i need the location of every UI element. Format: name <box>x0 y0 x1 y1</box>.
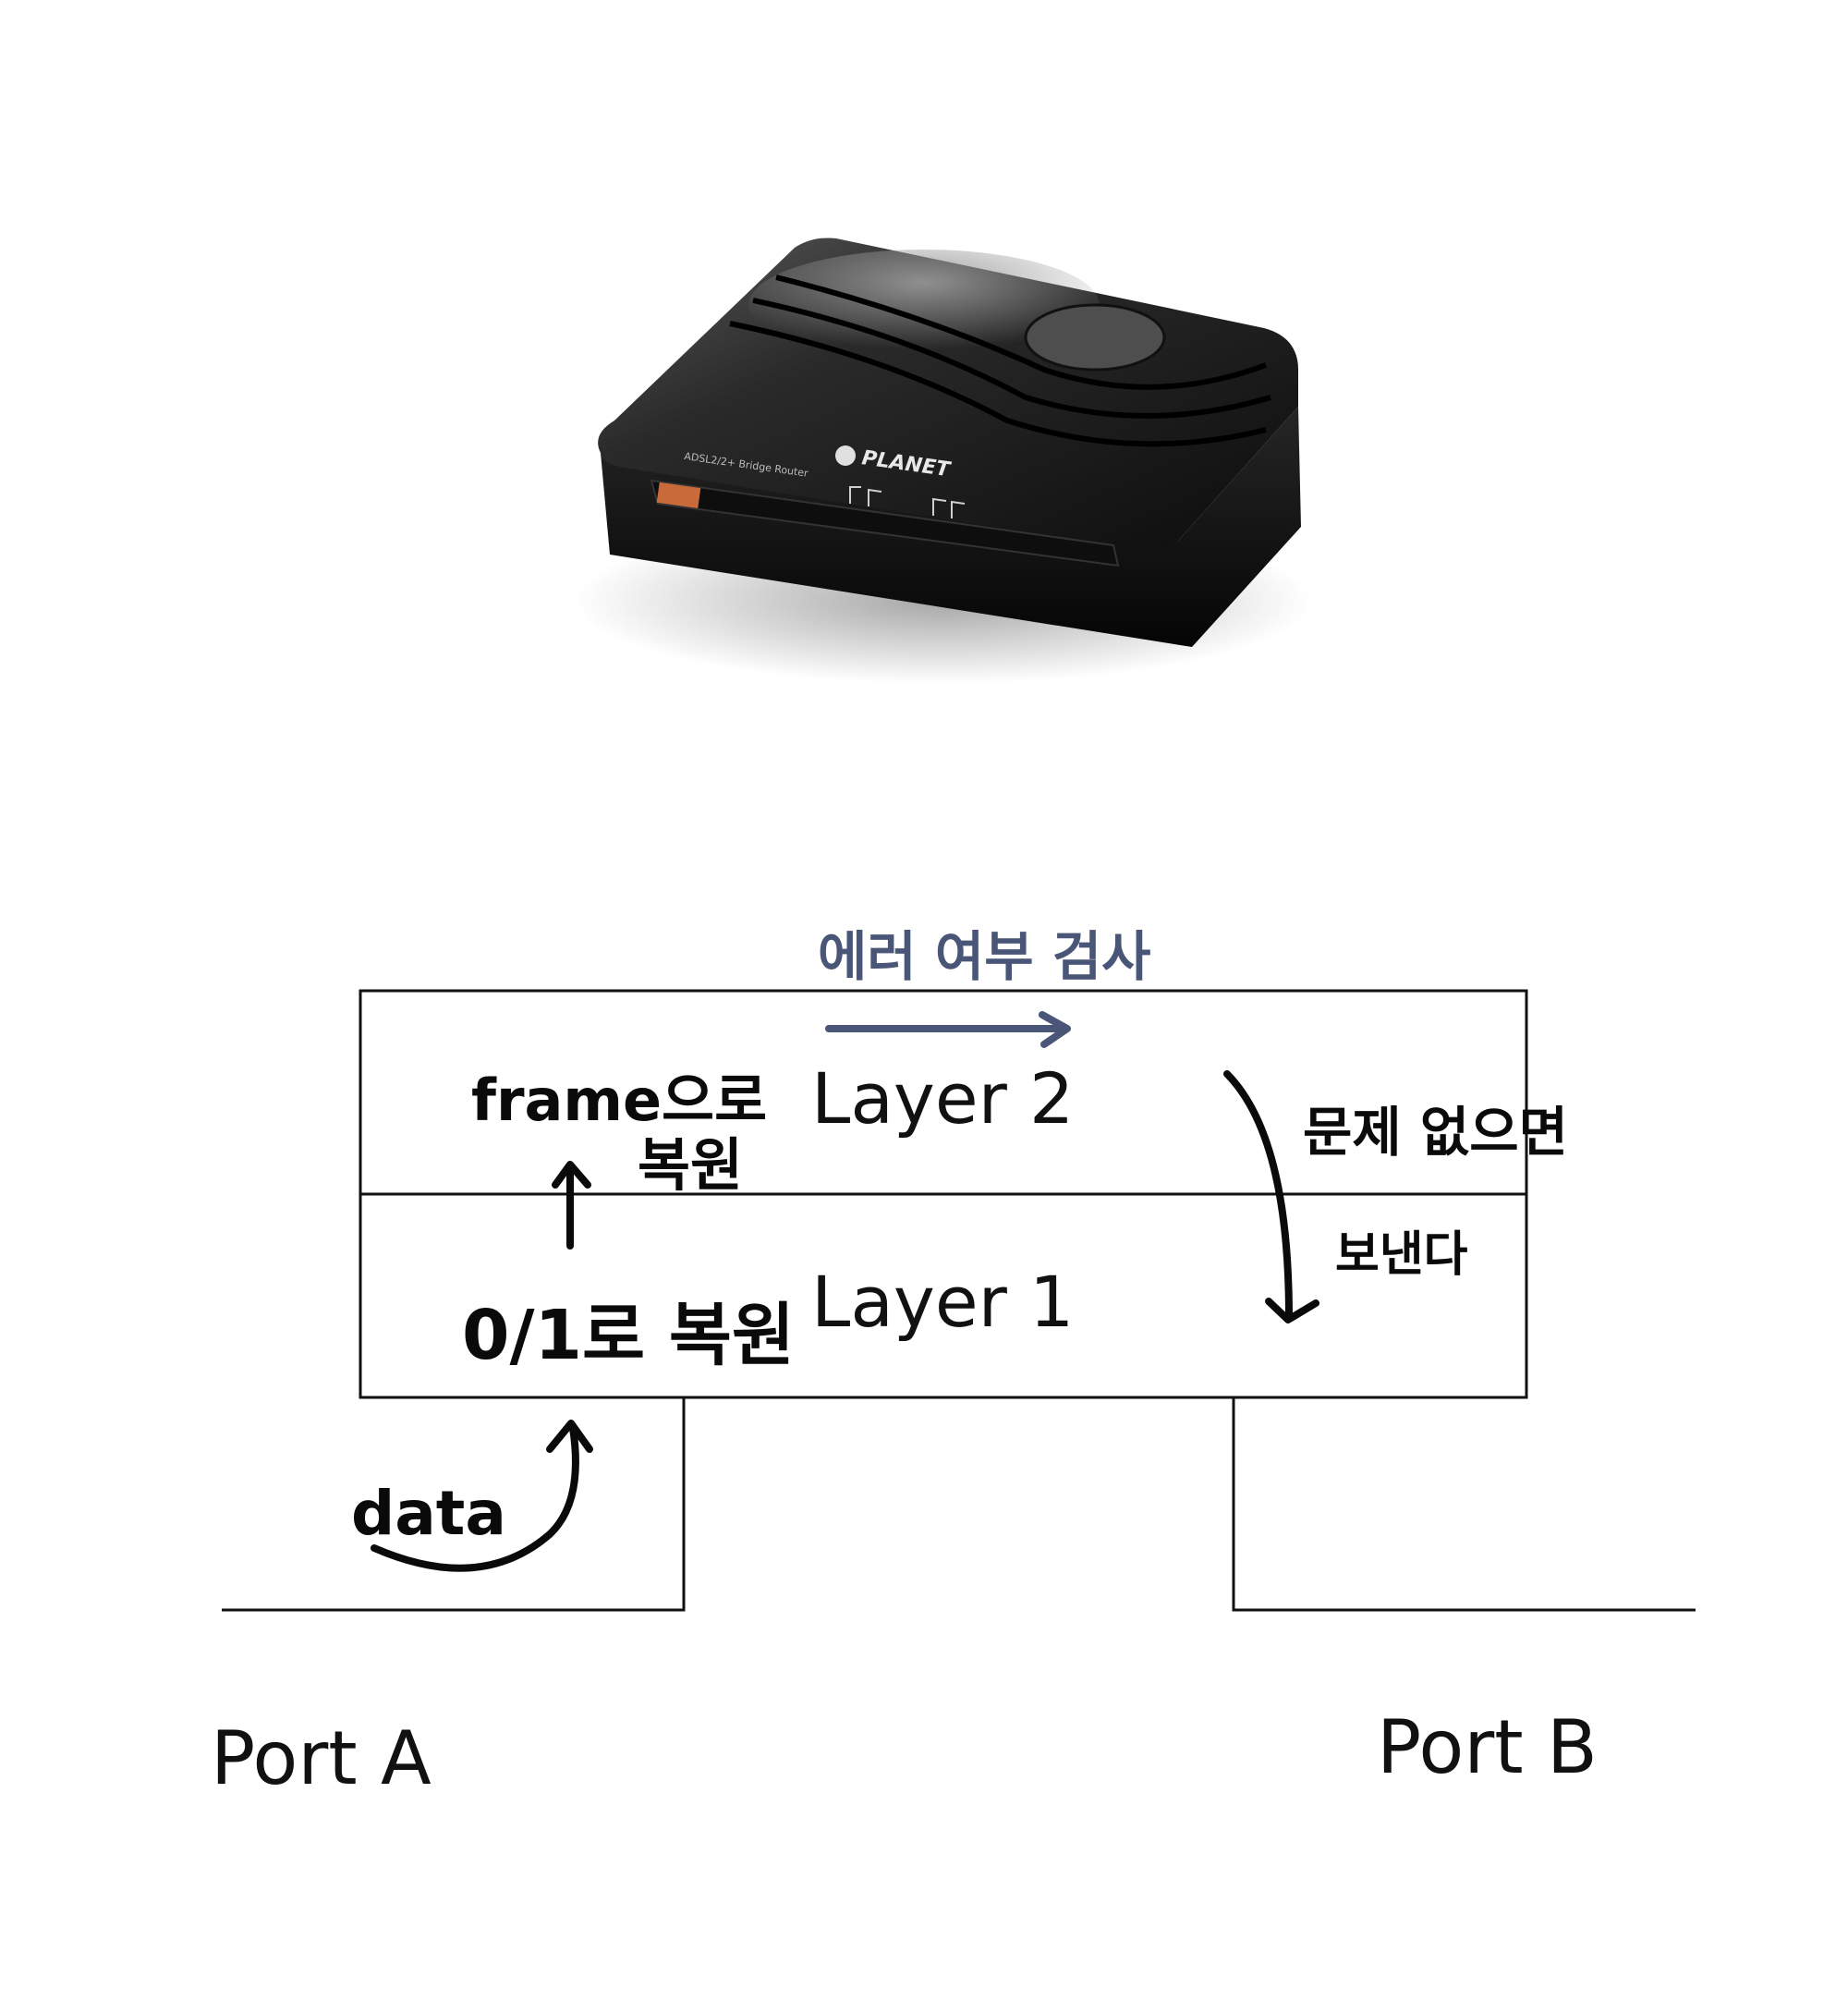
error-check-note: 에러 여부 검사 <box>818 925 1151 988</box>
port-a-label: Port A <box>211 1715 432 1801</box>
layer-stack: Layer 2 Layer 1 <box>359 989 1528 1399</box>
frame-restore-note-line2: 복원 <box>638 1131 743 1199</box>
port-b-wire <box>1232 1397 1696 1612</box>
data-curve-arrow <box>371 1420 593 1572</box>
frame-restore-note-line1: frame으로 <box>471 1067 767 1134</box>
bit-restore-note: 0/1로 복원 <box>462 1296 795 1375</box>
down-curve-arrow <box>1223 1070 1319 1323</box>
layer1-label: Layer 1 <box>811 1261 1074 1343</box>
layer2-label: Layer 2 <box>811 1057 1074 1140</box>
send-note: 보낸다 <box>1335 1227 1468 1283</box>
data-note: data <box>351 1478 506 1549</box>
router-device-image: PLANET ADSL2/2+ Bridge Router <box>573 238 1312 684</box>
port-a-wire <box>222 1397 686 1612</box>
port-b-label: Port B <box>1377 1704 1598 1790</box>
no-problem-note: 문제 없으면 <box>1303 1101 1568 1164</box>
error-check-arrow <box>825 1011 1071 1048</box>
up-arrow-to-layer2 <box>552 1161 591 1250</box>
